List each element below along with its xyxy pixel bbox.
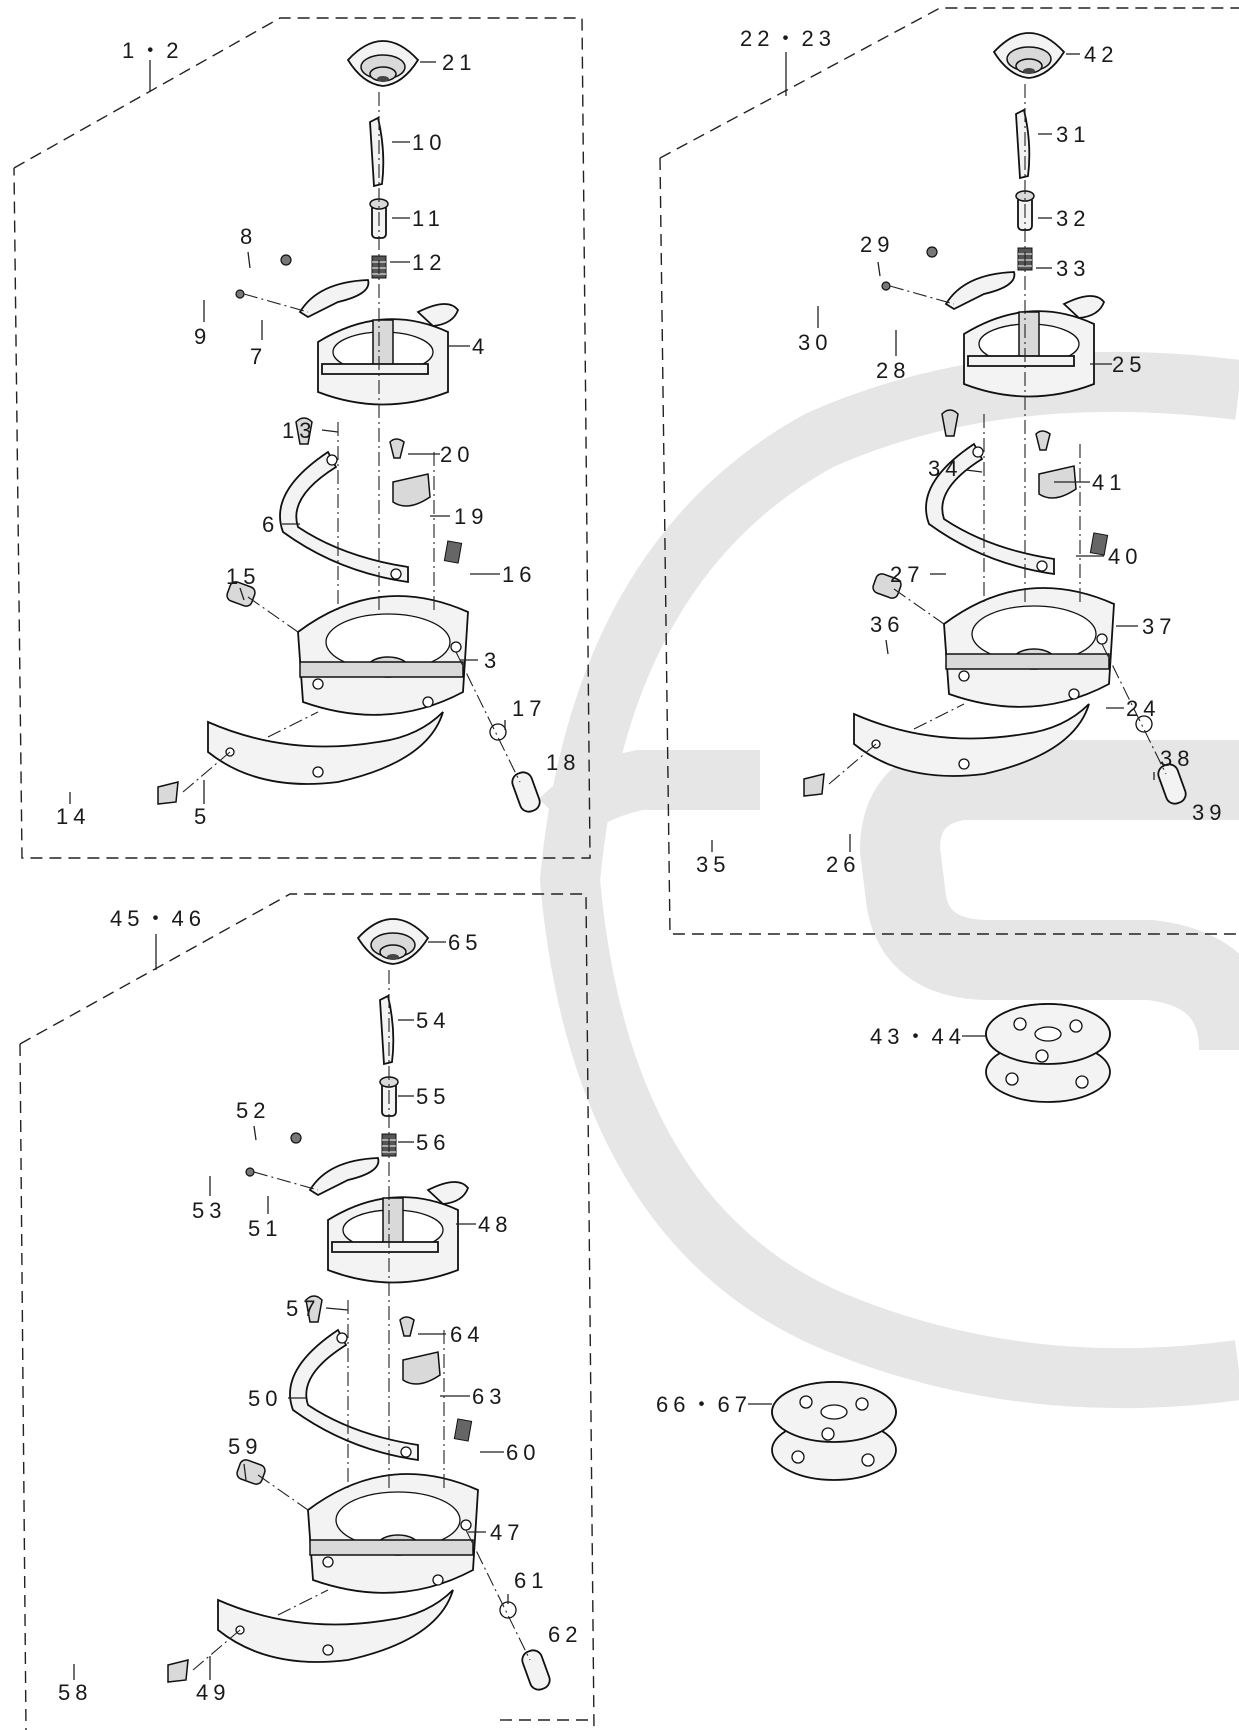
callout-21: 21 [442, 50, 476, 75]
callout-12: 12 [412, 250, 446, 275]
assembly-bottom-left: 45・46 65 54 55 56 52 53 51 48 57 64 50 6… [19, 893, 595, 1730]
callout-58: 58 [58, 1680, 92, 1705]
group-label-45-46: 45・46 [110, 906, 206, 931]
callout-47: 47 [490, 1520, 524, 1545]
callout-52: 52 [236, 1098, 270, 1123]
callout-31: 31 [1056, 122, 1090, 147]
callout-38: 38 [1160, 746, 1194, 771]
callout-48: 48 [478, 1212, 512, 1237]
callout-49: 49 [196, 1680, 230, 1705]
callout-37: 37 [1142, 614, 1176, 639]
callout-20: 20 [440, 442, 474, 467]
callout-13: 13 [282, 418, 316, 443]
callout-6: 6 [262, 512, 279, 537]
callout-39: 39 [1192, 800, 1226, 825]
callout-42: 42 [1084, 42, 1118, 67]
callout-33: 33 [1056, 256, 1090, 281]
assembly-top-right: 22・23 42 31 32 33 29 30 28 25 34 41 27 4… [659, 7, 1239, 935]
callout-5: 5 [194, 804, 211, 829]
bobbin-upper: 43・44 [870, 1003, 1111, 1103]
bobbin-lower: 66・67 [656, 1381, 897, 1481]
callout-4: 4 [472, 334, 489, 359]
callout-36: 36 [870, 612, 904, 637]
callout-50: 50 [248, 1386, 282, 1411]
assembly-top-left: 1・2 21 10 11 12 8 9 7 4 13 20 6 19 15 16… [13, 17, 591, 859]
callout-53: 53 [192, 1198, 226, 1223]
callout-7: 7 [250, 344, 267, 369]
callout-57: 57 [286, 1296, 320, 1321]
callout-34: 34 [928, 456, 962, 481]
callout-60: 60 [506, 1440, 540, 1465]
callout-29: 29 [860, 232, 894, 257]
callout-24: 24 [1126, 696, 1160, 721]
callout-11: 11 [412, 206, 445, 231]
callout-25: 25 [1112, 352, 1146, 377]
callout-26: 26 [826, 852, 860, 877]
callout-41: 41 [1092, 470, 1126, 495]
callout-18: 18 [546, 750, 580, 775]
callout-40: 40 [1108, 544, 1142, 569]
callout-28: 28 [876, 358, 910, 383]
group-label-1-2: 1・2 [122, 38, 183, 63]
callout-3: 3 [484, 648, 501, 673]
callout-17: 17 [512, 696, 546, 721]
callout-32: 32 [1056, 206, 1090, 231]
callout-62: 62 [548, 1622, 582, 1647]
callout-64: 64 [450, 1322, 484, 1347]
callout-59: 59 [228, 1434, 262, 1459]
callout-43-44: 43・44 [870, 1024, 966, 1049]
callout-30: 30 [798, 330, 832, 355]
callout-27: 27 [890, 562, 924, 587]
callout-10: 10 [412, 130, 446, 155]
callout-66-67: 66・67 [656, 1392, 752, 1417]
callout-55: 55 [416, 1084, 450, 1109]
callout-56: 56 [416, 1130, 450, 1155]
callout-15: 15 [226, 564, 260, 589]
callout-54: 54 [416, 1008, 450, 1033]
callout-51: 51 [248, 1216, 282, 1241]
callout-9: 9 [194, 324, 211, 349]
callout-14: 14 [56, 804, 90, 829]
cs-logo-watermark [538, 351, 1239, 1409]
callout-63: 63 [472, 1384, 506, 1409]
group-label-22-23: 22・23 [740, 26, 836, 51]
callout-35: 35 [696, 852, 730, 877]
callout-8: 8 [240, 224, 257, 249]
callout-61: 61 [514, 1568, 548, 1593]
callout-65: 65 [448, 930, 482, 955]
callout-16: 16 [502, 562, 536, 587]
callout-19: 19 [454, 504, 488, 529]
